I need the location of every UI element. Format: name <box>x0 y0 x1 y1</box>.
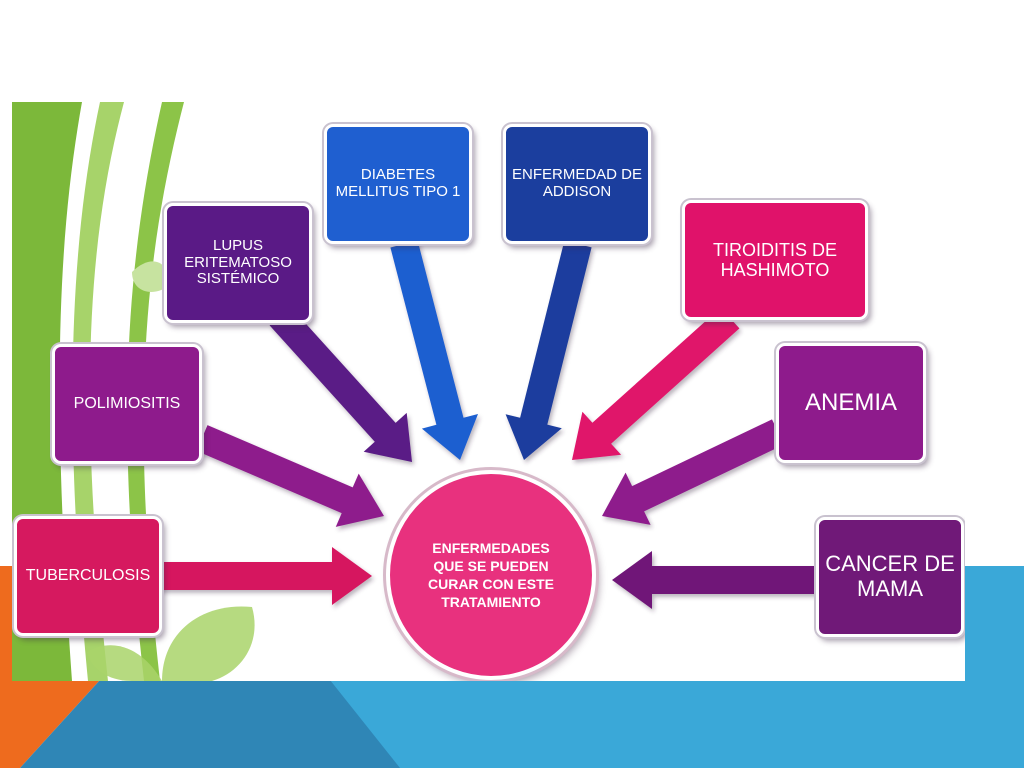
orange-corner-bottom <box>0 680 100 768</box>
arrow-tuberculosis <box>160 547 372 605</box>
blue-dark-diagonal <box>20 680 400 768</box>
node-diabetes: DIABETES MELLITUS TIPO 1 <box>324 124 472 244</box>
arrows-layer <box>160 240 818 609</box>
node-cancer: CANCER DE MAMA <box>816 517 964 637</box>
node-lupus: LUPUS ERITEMATOSO SISTÉMICO <box>164 203 312 323</box>
arrow-hashimoto <box>572 307 740 460</box>
arrow-cancer <box>612 551 818 609</box>
arrow-polimiositis <box>196 425 384 527</box>
node-label: LUPUS ERITEMATOSO SISTÉMICO <box>184 236 292 288</box>
arrow-addison <box>505 240 592 460</box>
node-polimiositis: POLIMIOSITIS <box>52 344 202 464</box>
node-tuberculosis: TUBERCULOSIS <box>14 516 162 636</box>
node-label: ANEMIA <box>804 388 897 416</box>
center-node: ENFERMEDADES QUE SE PUEDEN CURAR CON EST… <box>386 470 596 680</box>
node-anemia: ANEMIA <box>776 343 926 463</box>
node-label: CANCER DE MAMA <box>825 551 955 601</box>
node-label: POLIMIOSITIS <box>73 395 181 413</box>
butterfly-decoration <box>87 606 255 681</box>
node-label: TUBERCULOSIS <box>25 567 151 585</box>
node-hashimoto: TIROIDITIS DE HASHIMOTO <box>682 200 868 320</box>
arrow-lupus <box>269 306 412 462</box>
node-label: TIROIDITIS DE HASHIMOTO <box>712 239 837 280</box>
arrow-anemia <box>602 419 784 525</box>
node-label: DIABETES MELLITUS TIPO 1 <box>335 166 461 200</box>
small-leaf-decoration <box>132 261 168 292</box>
diagram-card: TUBERCULOSIS POLIMIOSITIS LUPUS ERITEMAT… <box>12 102 965 681</box>
node-addison: ENFERMEDAD DE ADDISON <box>503 124 651 244</box>
arrow-diabetes <box>390 240 478 460</box>
node-label: ENFERMEDAD DE ADDISON <box>512 166 643 200</box>
center-label: ENFERMEDADES QUE SE PUEDEN CURAR CON EST… <box>427 539 554 611</box>
